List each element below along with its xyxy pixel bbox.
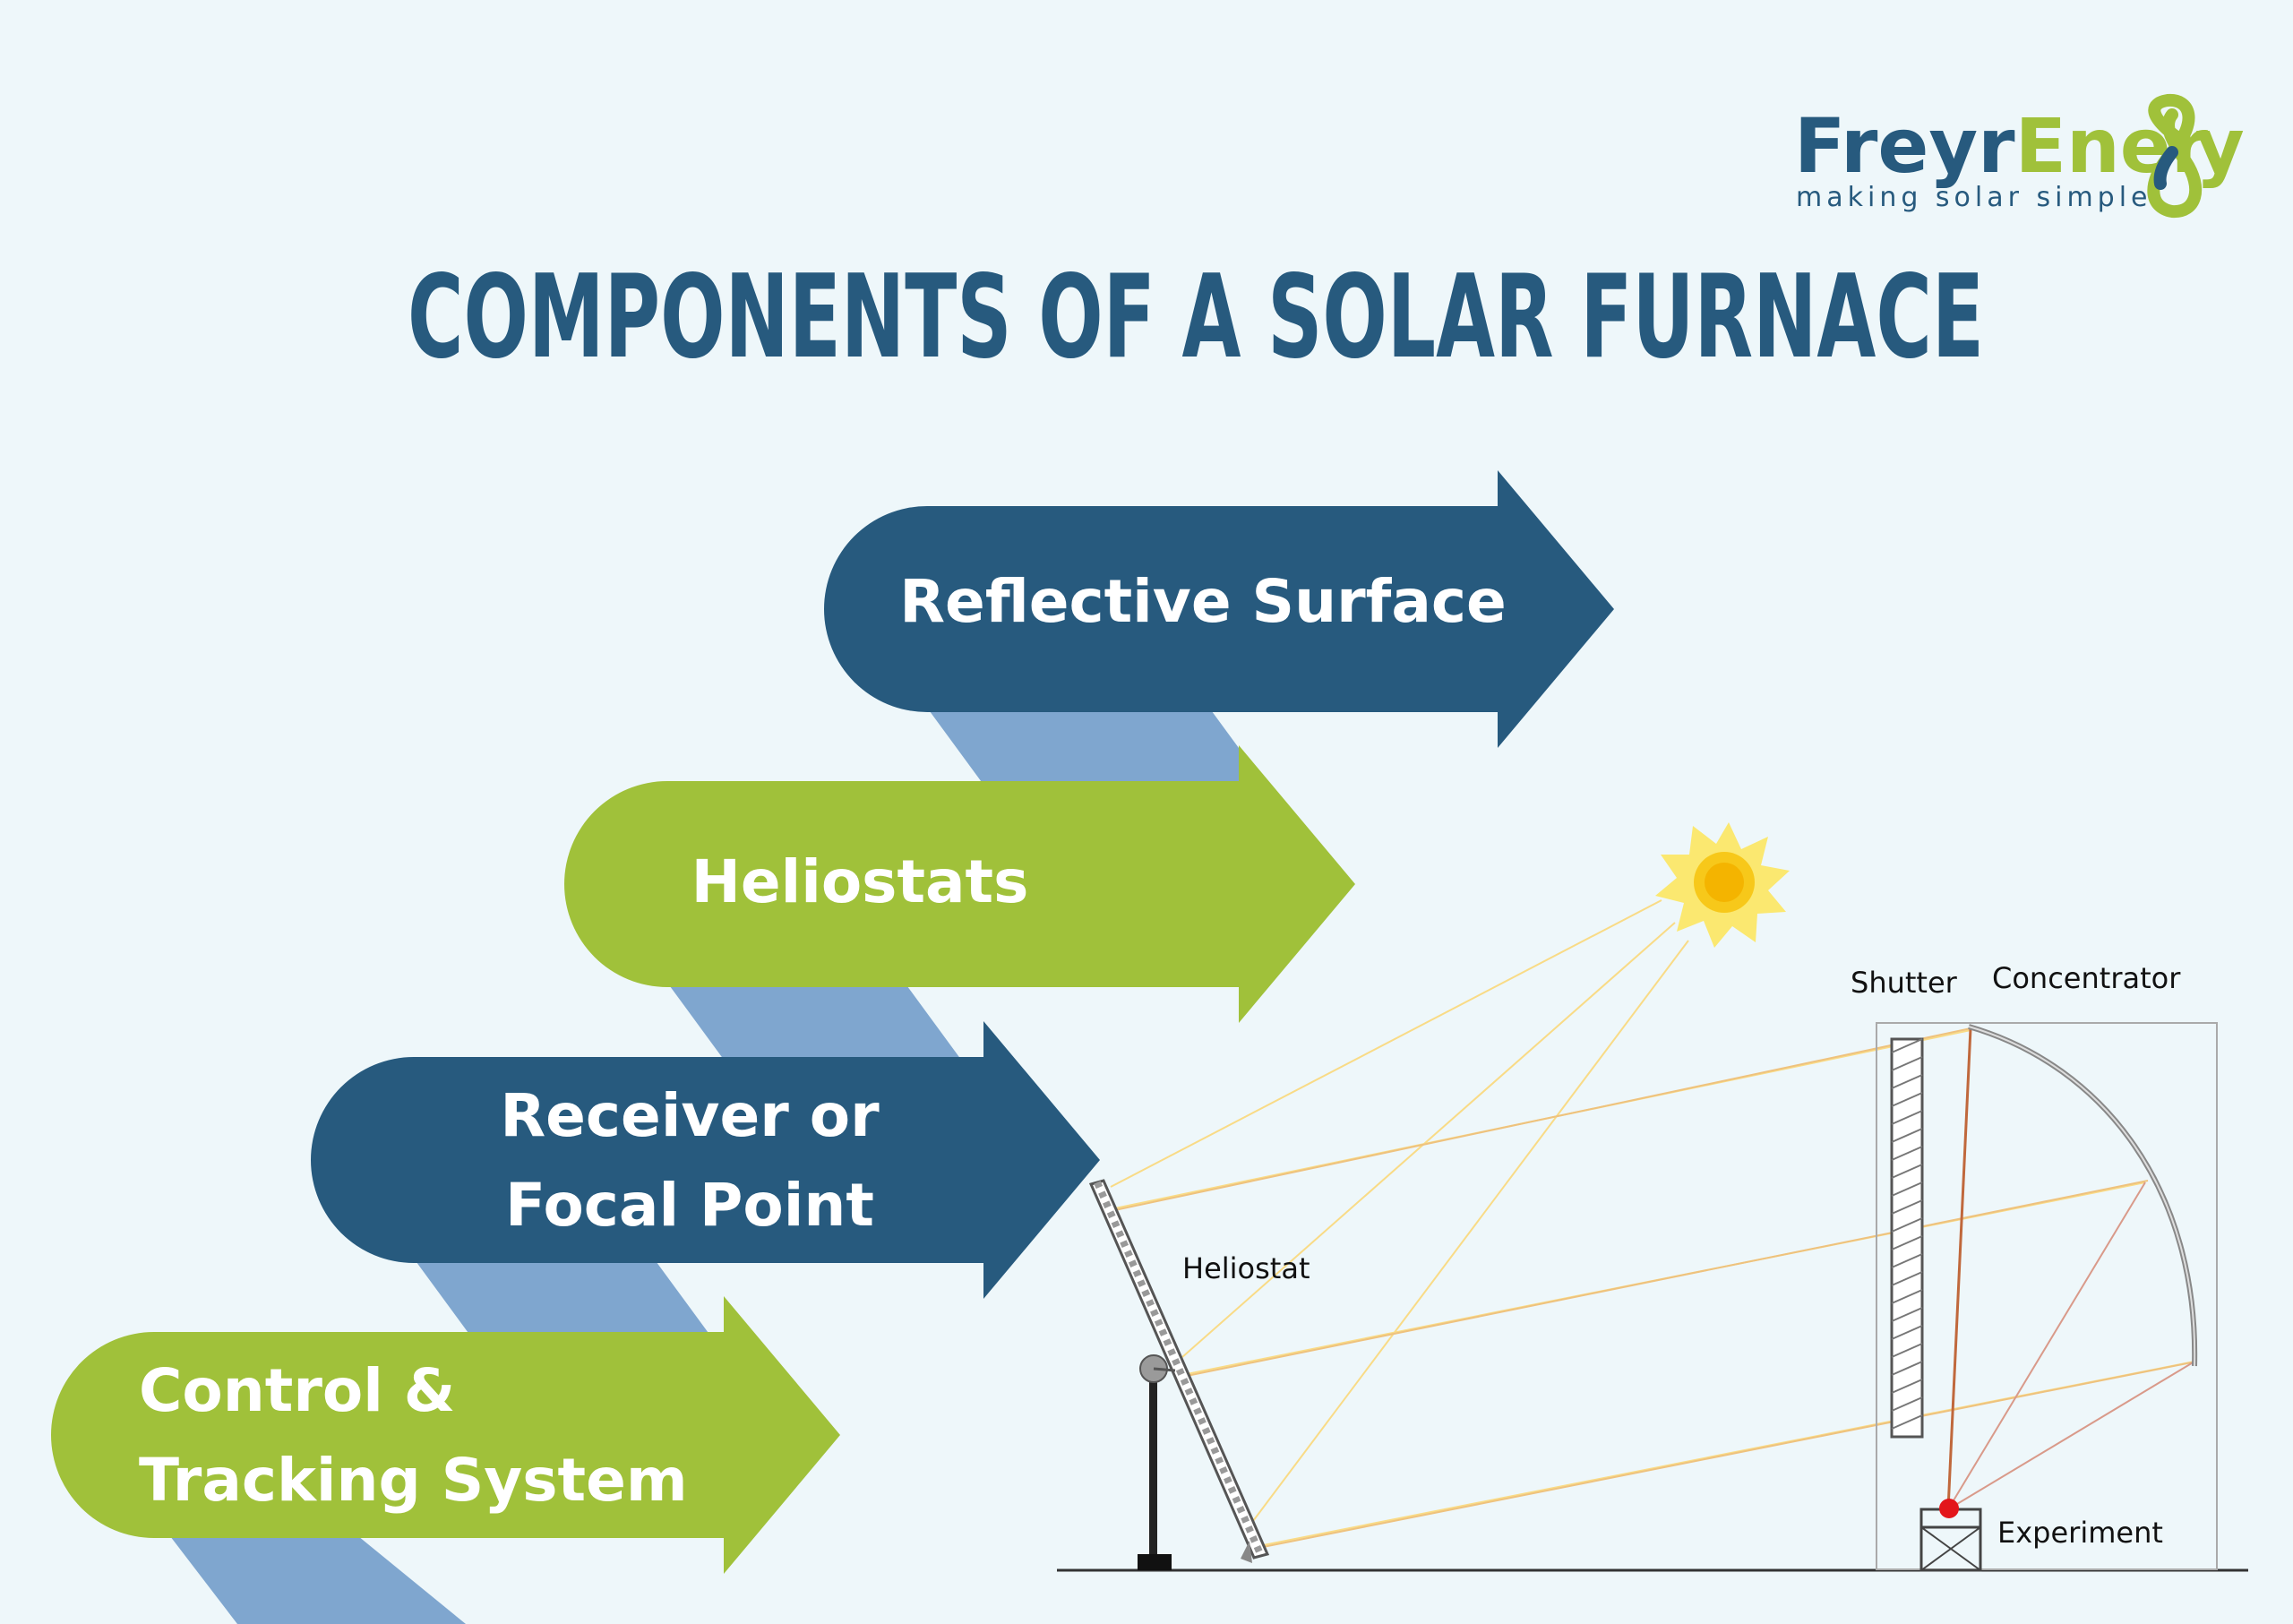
label-heliostat: Heliostat: [1182, 1251, 1310, 1285]
step-label-reflective-surface: Reflective Surface: [899, 567, 1507, 636]
step-arrow-reflective-surface: Reflective Surface: [824, 470, 1614, 748]
shutter: [1890, 1037, 1924, 1439]
label-shutter: Shutter: [1851, 966, 1958, 1000]
furnace-enclosure: [1876, 1022, 2218, 1570]
brand-logo: FreyrEner y making solar simple: [1794, 93, 2245, 219]
heliostat-mount: [1138, 1354, 1176, 1570]
reflected-rays: [1110, 1027, 2197, 1551]
step-label-heliostats: Heliostats: [691, 847, 1029, 916]
sun-icon: [1655, 822, 1790, 948]
brand-name-part1: Freyr: [1794, 102, 2015, 190]
label-concentrator: Concentrator: [1992, 961, 2181, 995]
light-rays: [1110, 899, 2195, 1549]
concentrator-dish: [1968, 1024, 2198, 1367]
concentrated-rays: [1946, 1027, 2195, 1510]
step-label-control-line1: Control &: [139, 1356, 455, 1425]
brand-name-part3: y: [2195, 102, 2245, 190]
brand-tagline: making solar simple: [1796, 182, 2152, 213]
experiment-stand: [1919, 1508, 1982, 1572]
step-arrow-control-tracking: Control & Tracking System: [51, 1296, 840, 1574]
focal-point: [1939, 1499, 1959, 1518]
heliostat-mirror: [1088, 1179, 1270, 1563]
step-arrow-heliostats: Heliostats: [564, 745, 1355, 1023]
label-experiment: Experiment: [1997, 1516, 2163, 1550]
svg-text:FreyrEner: FreyrEner: [1794, 102, 2209, 190]
step-label-receiver-line1: Receiver or: [500, 1081, 880, 1150]
step-label-control-line2: Tracking System: [139, 1446, 688, 1515]
solar-furnace-diagram: Shutter Concentrator Heliostat Experimen…: [1057, 822, 2248, 1572]
brand-infinity-icon: [2147, 93, 2203, 219]
connector-4: [170, 1536, 466, 1624]
step-arrow-receiver-focal-point: Receiver or Focal Point: [311, 1021, 1100, 1299]
page-title: COMPONENTS OF A SOLAR FURNACE: [408, 251, 1984, 384]
step-label-receiver-line2: Focal Point: [505, 1171, 874, 1240]
